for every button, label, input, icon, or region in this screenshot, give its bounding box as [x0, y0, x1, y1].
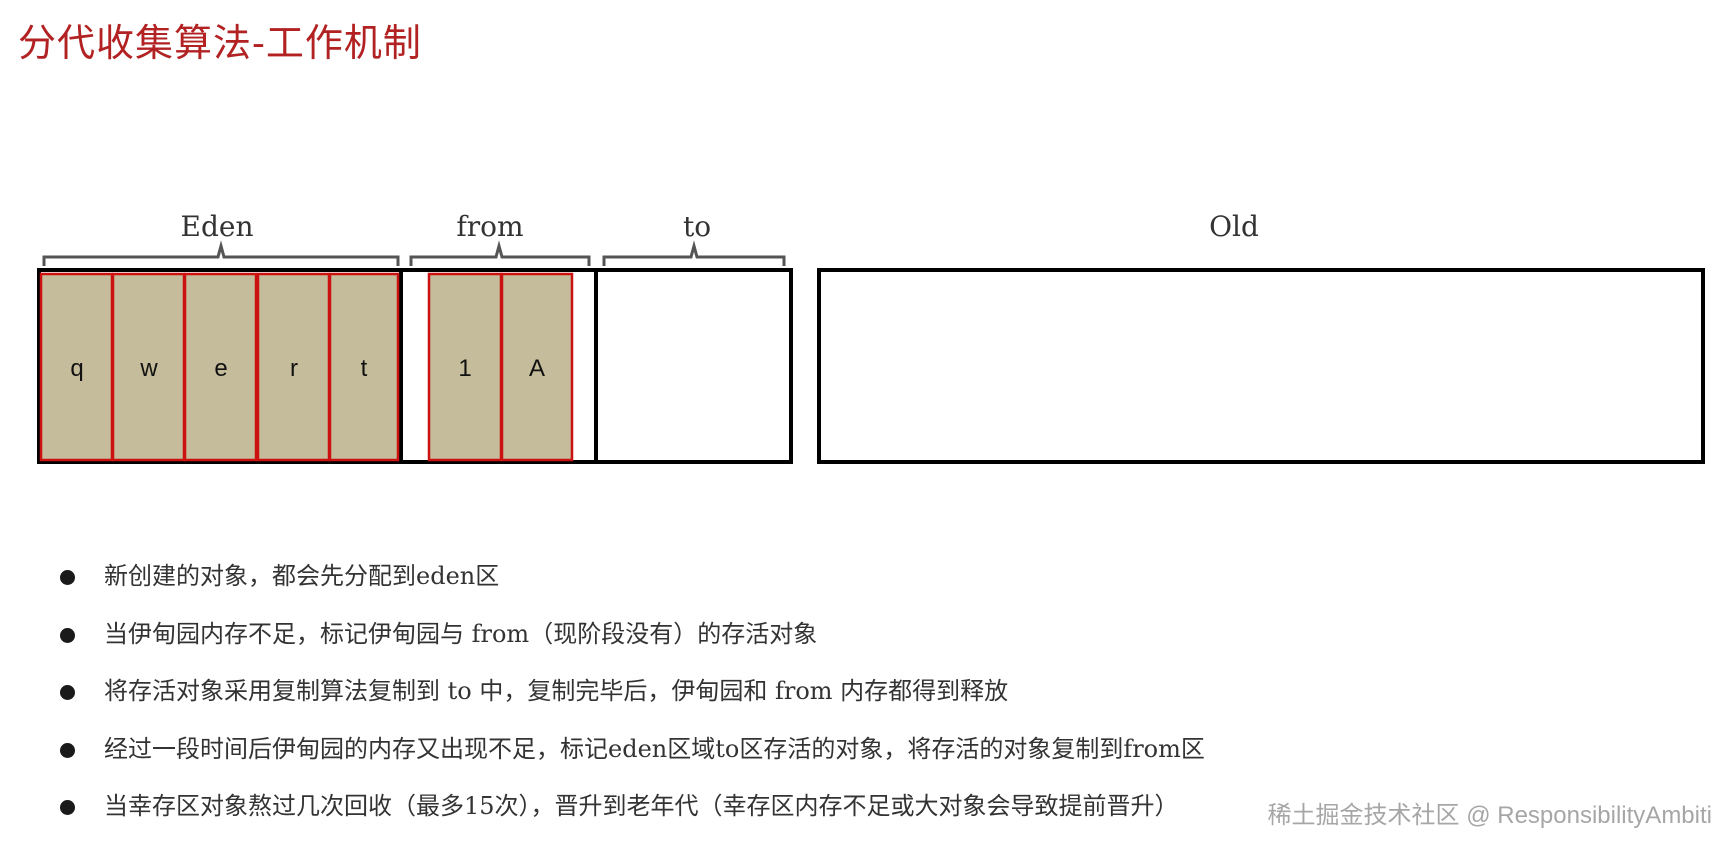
to-label: to	[683, 210, 711, 243]
bullet-dot-icon	[60, 685, 75, 700]
svg-text:A: A	[529, 355, 545, 382]
bullet-text: 当伊甸园内存不足，标记伊甸园与 from（现阶段没有）的存活对象	[104, 619, 818, 648]
eden-cell: w	[111, 272, 186, 462]
from-cell: A	[500, 272, 574, 462]
svg-text:1: 1	[458, 355, 471, 382]
page-title: 分代收集算法-工作机制	[18, 21, 422, 65]
from-bracket	[409, 240, 591, 266]
svg-text:t: t	[361, 355, 368, 382]
old-generation-frame	[817, 268, 1705, 464]
eden-bracket	[42, 240, 400, 266]
bullet-text: 当幸存区对象熬过几次回收（最多15次），晋升到老年代（幸存区内存不足或大对象会导…	[104, 792, 1179, 820]
eden-cell: e	[183, 272, 258, 462]
bullet-dot-icon	[60, 742, 75, 758]
to-bracket	[602, 240, 786, 266]
eden-cell: t	[328, 272, 400, 462]
bullet-dot-icon	[60, 627, 75, 643]
memory-diagram: Eden from to Old q w e r t 1 A	[37, 210, 1705, 464]
old-label: Old	[1209, 210, 1259, 243]
eden-label: Eden	[181, 210, 254, 243]
eden-cell: r	[256, 272, 331, 462]
bullet-dot-icon	[60, 570, 75, 585]
svg-text:e: e	[214, 355, 227, 382]
svg-text:q: q	[70, 355, 83, 382]
from-label: from	[456, 210, 523, 243]
eden-cell: q	[39, 272, 114, 462]
watermark: 稀土掘金技术社区 @ ResponsibilityAmbiti	[1267, 802, 1712, 829]
svg-text:r: r	[290, 355, 298, 382]
bullet-text: 新创建的对象，都会先分配到eden区	[104, 562, 500, 590]
bullet-text: 将存活对象采用复制算法复制到 to 中，复制完毕后，伊甸园和 from 内存都得…	[104, 677, 1009, 705]
bullet-text: 经过一段时间后伊甸园的内存又出现不足，标记eden区域to区存活的对象，将存活的…	[104, 734, 1205, 763]
from-cell: 1	[427, 272, 503, 462]
svg-text:w: w	[139, 355, 158, 382]
bullet-dot-icon	[60, 800, 75, 815]
